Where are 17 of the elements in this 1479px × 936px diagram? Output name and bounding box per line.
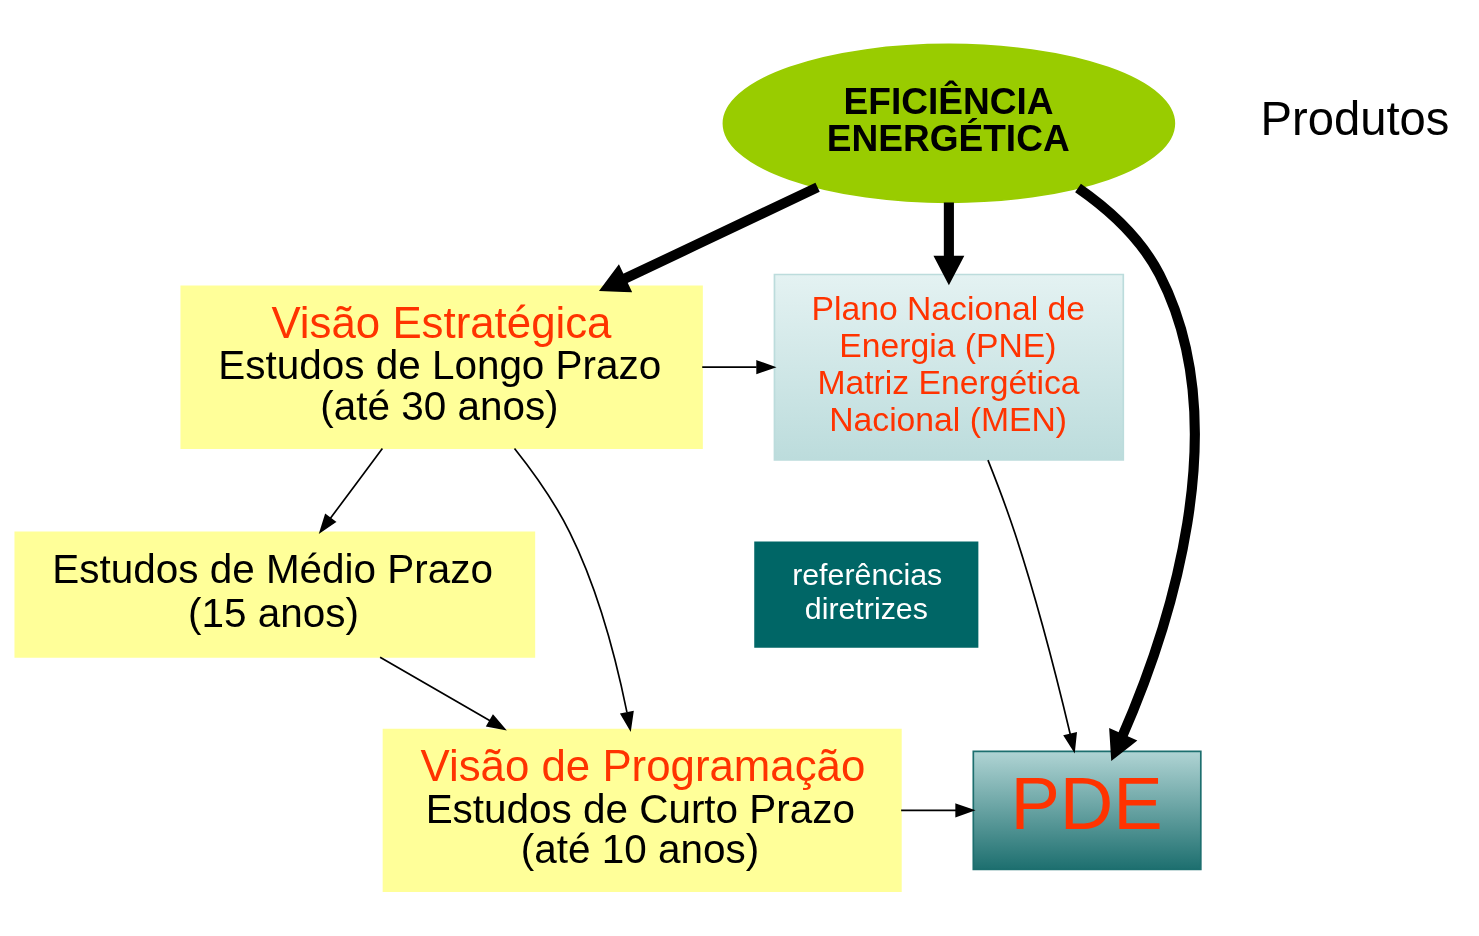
arrow xyxy=(379,656,507,731)
arrow xyxy=(513,447,634,732)
arrow xyxy=(318,447,384,534)
arrow xyxy=(933,202,965,286)
node-box: Visão Estratégica Estudos de Longo Prazo (até 30 anos) xyxy=(180,285,703,449)
node-box: Estudos de Médio Prazo (15 anos) xyxy=(14,531,536,658)
node-ellipse: EFICIÊNCIA ENERGÉTICA xyxy=(722,43,1176,204)
arrow xyxy=(987,459,1077,754)
arrow xyxy=(1075,183,1200,762)
node-box: PDE xyxy=(972,750,1202,871)
arrow xyxy=(900,803,976,818)
label: Produtos xyxy=(1260,92,1450,146)
node-box: referências diretrizes xyxy=(754,541,979,648)
node-box: Visão de Programação Estudos de Curto Prazo (até 10 anos) xyxy=(382,728,902,893)
arrow xyxy=(598,182,820,293)
arrow xyxy=(701,360,777,375)
node-box: Plano Nacional de Energia (PNE) Matriz Energética Nacional (MEN) xyxy=(773,273,1125,461)
